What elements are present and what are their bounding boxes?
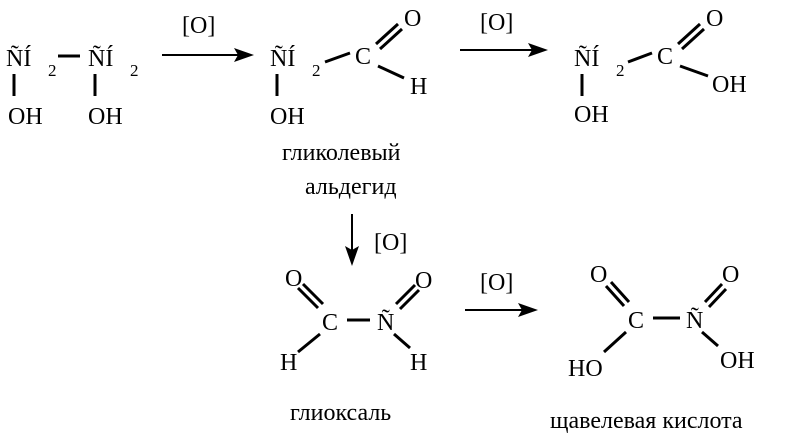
c-o-double-bond-left-b (609, 280, 631, 304)
oxalic-acid-name: щавелевая кислота (550, 408, 743, 434)
c-oh-bond-right (701, 330, 719, 348)
reagent-label-3: [O] (374, 230, 407, 256)
oxygen-label: O (706, 6, 723, 32)
ch2-left-subscript: 2 (48, 61, 57, 80)
oh-right-label: OH (88, 104, 123, 130)
carbon-label: C (355, 44, 371, 70)
glyoxal: O C Ñ O H H глиоксаль (280, 266, 432, 426)
oxidation-arrow-2: [O] (460, 10, 548, 57)
glycolaldehyde-name-line2: альдегид (305, 174, 397, 200)
c-o-double-bond-right-a (394, 283, 417, 306)
oxygen-right-label: O (722, 262, 739, 288)
oxygen-left-label: O (590, 262, 607, 288)
arrow-head-4 (518, 303, 538, 317)
oh-right-label: OH (720, 348, 755, 374)
hydrogen-right-label: H (410, 350, 427, 376)
c-oh-bond-right (679, 64, 709, 78)
oh-bottom-label: OH (574, 102, 609, 128)
reagent-label-1: [O] (182, 13, 215, 39)
oxalic-acid: O C Ñ O HO OH щавелевая кислота (550, 262, 755, 434)
glycolic-acid: ÑÍ 2 C O OH OH (574, 6, 747, 128)
carbon-label: C (657, 44, 673, 70)
oxygen-right-label: O (415, 268, 432, 294)
ho-left-label: HO (568, 356, 603, 382)
ch2-subscript: 2 (312, 61, 321, 80)
ch2-label: ÑÍ (270, 46, 295, 72)
glycolaldehyde-name-line1: гликолевый (282, 140, 401, 166)
c-c-bond (627, 51, 653, 64)
c-o-double-bond-a (676, 22, 702, 46)
c-c-bond (324, 51, 351, 64)
hydrogen-left-label: H (280, 350, 297, 376)
ch2-left-label: ÑÍ (6, 46, 31, 72)
ch2-label: ÑÍ (574, 46, 599, 72)
c-h-bond-left (297, 332, 321, 354)
carbon-left-label: C (628, 308, 644, 334)
oxidation-arrow-1: [O] (162, 13, 254, 62)
arrow-head-1 (234, 48, 254, 62)
oxidation-arrow-3: [O] (345, 214, 407, 266)
oxygen-label: O (404, 6, 421, 32)
c-oh-bond-left (602, 330, 628, 354)
c-o-double-bond-left-a (604, 284, 626, 308)
carbon-right-label: Ñ (377, 310, 394, 336)
carbon-right-label: Ñ (686, 308, 703, 334)
c-o-double-bond-a (374, 22, 400, 46)
oh-label: OH (270, 104, 305, 130)
c-o-double-bond-b (680, 27, 706, 51)
c-o-double-bond-left-a (296, 286, 320, 310)
ch2-right-label: ÑÍ (88, 46, 113, 72)
c-o-double-bond-right-b (707, 287, 728, 309)
glycolaldehyde: ÑÍ 2 C O H OH гликолевый альдегид (270, 6, 427, 200)
arrow-head-2 (528, 43, 548, 57)
oxidation-arrow-4: [O] (465, 270, 538, 317)
oh-right-label: OH (712, 72, 747, 98)
c-h-bond-right (393, 332, 411, 350)
reagent-label-2: [O] (480, 10, 513, 36)
carbon-left-label: C (322, 310, 338, 336)
reagent-label-4: [O] (480, 270, 513, 296)
hydrogen-label: H (410, 74, 427, 100)
ch2-right-subscript: 2 (130, 61, 139, 80)
glyoxal-name: глиоксаль (290, 400, 391, 426)
oh-left-label: OH (8, 104, 43, 130)
arrow-head-3 (345, 246, 359, 266)
c-o-double-bond-b (378, 27, 404, 51)
ch2-subscript: 2 (616, 61, 625, 80)
c-o-double-bond-right-b (398, 288, 421, 311)
c-o-double-bond-left-b (301, 282, 325, 306)
ethylene-glycol: ÑÍ 2 ÑÍ 2 OH OH (6, 46, 139, 130)
oxygen-left-label: O (285, 266, 302, 292)
c-h-bond (377, 64, 405, 80)
c-o-double-bond-right-a (703, 282, 724, 304)
